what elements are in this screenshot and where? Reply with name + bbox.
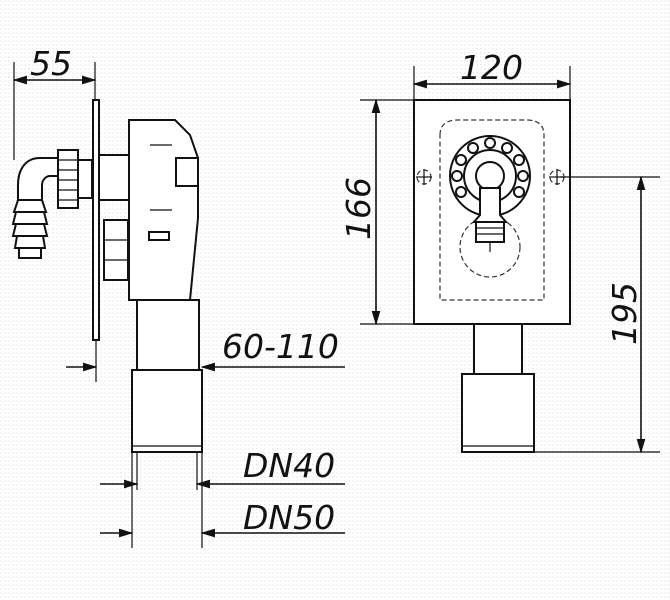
dimension-label-dn50: DN50 — [243, 498, 335, 537]
dimension-166: 166 — [339, 98, 414, 326]
side-clip — [175, 157, 199, 187]
dimension-195: 195 — [534, 175, 660, 454]
hose-nozzle — [11, 199, 49, 259]
dimension-55: 55 — [12, 44, 97, 160]
dimension-120: 120 — [412, 48, 572, 100]
dimension-label-195: 195 — [605, 282, 644, 345]
front-pipe-lower — [461, 373, 535, 453]
cleanout-outline — [459, 216, 521, 278]
connector-block — [98, 154, 130, 201]
inlet-flange — [449, 135, 531, 217]
dimension-label-60-110: 60-110 — [222, 327, 339, 366]
side-view: 55 — [11, 44, 345, 548]
front-view: 120 166 — [339, 48, 660, 454]
dimension-dn40: DN40 — [100, 446, 345, 489]
housing-outline — [439, 119, 545, 301]
cleanout-nut — [103, 219, 129, 281]
dimension-label-dn40: DN40 — [243, 446, 335, 485]
outlet-pipe-upper — [136, 299, 200, 371]
union-nut — [57, 149, 79, 209]
dimension-label-120: 120 — [460, 48, 523, 87]
screw-left — [416, 169, 432, 185]
dimension-label-166: 166 — [339, 177, 378, 240]
side-slot — [148, 231, 170, 241]
dimension-dn50: DN50 — [100, 498, 345, 538]
dimension-60-110: 60-110 — [66, 327, 345, 372]
outlet-pipe-lower — [131, 369, 203, 453]
dimension-label-55: 55 — [30, 44, 72, 83]
front-pipe-upper — [473, 323, 523, 375]
nut-ring — [77, 159, 93, 199]
inner-neck — [471, 187, 509, 223]
wall-plate — [92, 99, 100, 341]
threaded-insert — [475, 221, 505, 243]
